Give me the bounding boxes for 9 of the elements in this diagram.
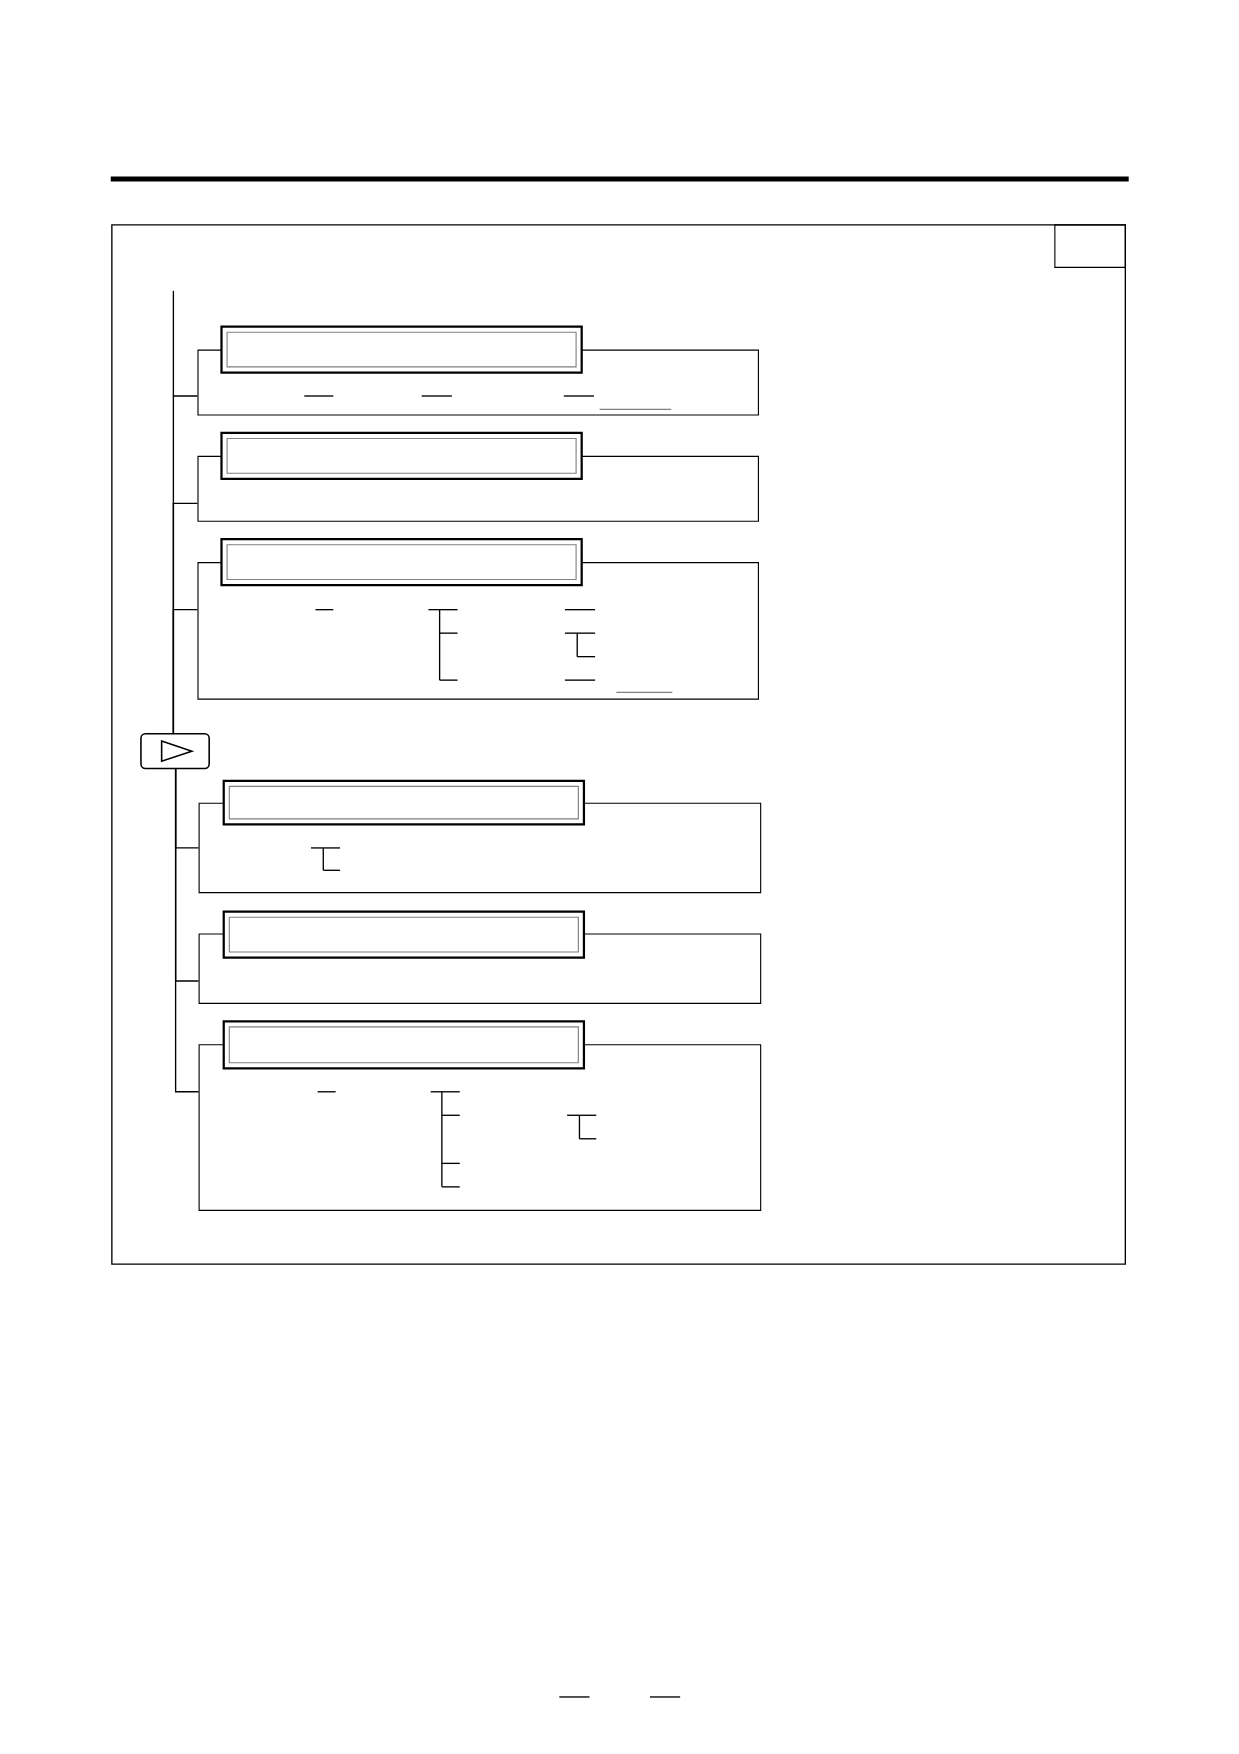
tree-branch bbox=[174, 767, 199, 1093]
title-bar bbox=[220, 431, 583, 480]
title-bar bbox=[222, 1020, 585, 1070]
title-bar bbox=[222, 910, 585, 959]
tree-branch bbox=[172, 609, 198, 735]
title-bar bbox=[222, 779, 585, 826]
title-bar bbox=[220, 538, 583, 587]
key-button bbox=[139, 733, 210, 770]
title-bar bbox=[220, 325, 583, 374]
